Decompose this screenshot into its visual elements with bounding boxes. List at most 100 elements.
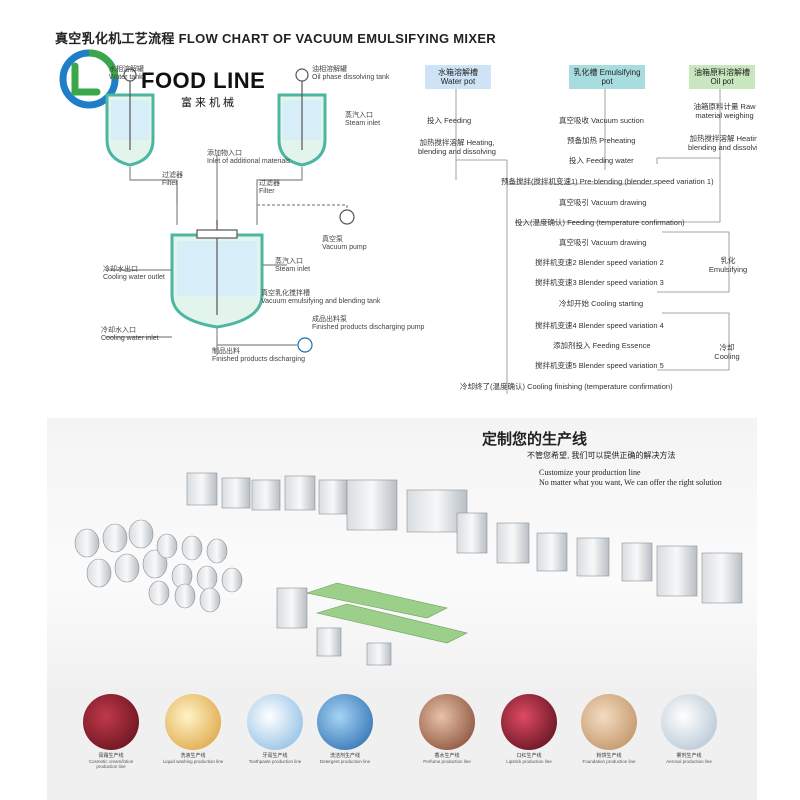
category-label: 雾剂生产线 (676, 753, 702, 759)
label-cn: 真空乳化搅拌槽 (261, 290, 310, 297)
category-perfume[interactable]: 香水生产线 Perfume production line (415, 694, 479, 764)
category-image (83, 694, 139, 750)
page-title: 真空乳化机工艺流程 FLOW CHART OF VACUUM EMULSIFYI… (55, 31, 496, 46)
label-cn: 蒸汽入口 (275, 258, 303, 265)
label-cn: 过滤器 (162, 172, 183, 179)
category-label: 洗液生产线 (180, 753, 206, 759)
category-detergent[interactable]: 洗洁剂生产线 Detergent production line (313, 694, 377, 764)
category-label: 粉饼生产线 (596, 753, 622, 759)
flow-step-14: 冷却终了(温度确认) Cooling finishing (temperatur… (460, 382, 673, 391)
category-image (419, 694, 475, 750)
process-section: 真空乳化机工艺流程 FLOW CHART OF VACUUM EMULSIFYI… (47, 0, 757, 415)
category-image (165, 694, 221, 750)
label-cn: 水相溶解罐 (109, 66, 144, 73)
banner-english: Customize your production line No matter… (539, 468, 739, 488)
label-en: Cooling water inlet (101, 335, 159, 342)
water-step-1: 投入 Feeding (427, 116, 472, 125)
flow-step-10: 冷却开始 Cooling starting (559, 299, 644, 308)
label-finished-discharging: 制品出料 Finished products discharging (212, 348, 305, 364)
label-cn: 过滤器 (259, 180, 280, 187)
label-cn: 成品出料泵 (312, 316, 347, 323)
label-vacuum-pump: 真空泵 Vacuum pump (322, 236, 367, 252)
equipment-schematic (105, 68, 355, 355)
category-lipstick[interactable]: 口红生产线 Lipstick production line (497, 694, 561, 764)
tank-farm (74, 519, 243, 613)
header-emulsifying-pot: 乳化槽 Emulsifying pot (569, 65, 645, 89)
banner-en-line-1: Customize your production line (539, 468, 641, 477)
banner-subtitle: 不管您希望, 我们可以提供正确的解决方法 (527, 451, 676, 460)
label-cn: 冷却水出口 (103, 266, 138, 273)
label-steam-inlet-tank: 蒸汽入口 Steam inlet (275, 258, 310, 274)
flow-step-4: 预备搅拌(搅拌机变速1) Pre-blending (blender speed… (501, 177, 714, 186)
label-filter-right: 过滤器 Filter (259, 180, 280, 196)
label-oil-tank: 油相溶解罐 Oil phase dissolving tank (312, 66, 389, 82)
label-en: Vacuum emulsifying and blending tank (261, 298, 381, 305)
label-steam-inlet-top: 蒸汽入口 Steam inlet (345, 112, 380, 128)
category-image (317, 694, 373, 750)
label-emulsifying-tank: 真空乳化搅拌槽 Vacuum emulsifying and blending … (261, 290, 380, 306)
flow-step-12: 添加剂投入 Feeding Essence (553, 341, 651, 350)
production-line-banner: 定制您的生产线 不管您希望, 我们可以提供正确的解决方法 Customize y… (47, 418, 757, 688)
label-en: Cooling water outlet (103, 274, 165, 281)
label-additional-inlet: 添加物入口 Inlet of additional materials (207, 150, 290, 166)
label-en: Water tank (109, 74, 143, 81)
flow-step-5: 真空吸引 Vacuum drawing (559, 198, 647, 207)
flow-step-9: 搅拌机变速3 Blender speed variation 3 (535, 278, 664, 287)
category-sublabel: Foundation production line (582, 759, 636, 764)
label-en: Filter (162, 180, 178, 187)
category-sublabel: Liquid washing production line (162, 759, 224, 764)
label-cn: 油相溶解罐 (312, 66, 347, 73)
logo-subtitle: 富来机械 (181, 97, 237, 109)
flow-connectors (455, 86, 730, 394)
category-aerosol[interactable]: 雾剂生产线 Aerosol production line (657, 694, 721, 764)
category-liquid-washing[interactable]: 洗液生产线 Liquid washing production line (161, 694, 225, 764)
label-cn: 冷却水入口 (101, 327, 136, 334)
category-sublabel: Cosmetic cream/lotion production line (88, 759, 134, 769)
category-cream[interactable]: 膏霜生产线 Cosmetic cream/lotion production l… (79, 694, 143, 769)
category-sublabel: Detergent production line (319, 759, 371, 764)
banner-title: 定制您的生产线 (482, 431, 588, 448)
label-en: Vacuum pump (322, 244, 367, 251)
product-categories: 膏霜生产线 Cosmetic cream/lotion production l… (47, 688, 757, 800)
flow-step-8: 搅拌机变速2 Blender speed variation 2 (535, 258, 664, 267)
label-finished-pump: 成品出料泵 Finished products discharging pump (312, 316, 424, 332)
category-sublabel: Aerosol production line (666, 759, 712, 764)
header-water-pot: 水箱溶解槽 Water pot (425, 65, 491, 89)
flow-step-6: 投入(温度确认) Feeding (temperature confirmati… (515, 218, 685, 227)
category-image (247, 694, 303, 750)
category-image (661, 694, 717, 750)
category-sublabel: Lipstick production line (506, 759, 552, 764)
label-water-tank: 水相溶解罐 Water tank (109, 66, 144, 82)
side-label-cooling: 冷却 Cooling (714, 343, 740, 361)
oil-step-1: 油箱原料计量 Raw material weighing (693, 102, 756, 120)
production-line-illustration (74, 472, 743, 666)
side-label-emulsifying: 乳化 Emulsifying (708, 256, 748, 274)
flow-step-1: 真空吸收 Vacuum suction (559, 116, 644, 125)
label-en: Filter (259, 188, 275, 195)
conveyor-lines (276, 582, 468, 666)
label-en: Oil phase dissolving tank (312, 74, 390, 81)
label-en: Inlet of additional materials (207, 158, 291, 165)
label-cooling-outlet: 冷却水出口 Cooling water outlet (103, 266, 165, 282)
flow-step-2: 预备加热 Preheating (567, 136, 636, 145)
water-step-2: 加热搅拌溶解 Heating, blending and dissolving (418, 138, 496, 156)
flow-step-11: 搅拌机变速4 Blender speed variation 4 (535, 321, 664, 330)
category-image (581, 694, 637, 750)
header-oil-pot: 油箱原料溶解槽 Oil pot (689, 65, 755, 89)
process-flow-chart: 水箱溶解槽 Water pot 乳化槽 Emulsifying pot 油箱原料… (407, 60, 757, 400)
oil-step-2: 加热搅拌溶解 Heating, blending and dissolving (688, 134, 757, 152)
category-foundation[interactable]: 粉饼生产线 Foundation production line (577, 694, 641, 764)
category-label: 牙膏生产线 (262, 753, 288, 759)
label-filter-left: 过滤器 Filter (162, 172, 183, 188)
label-en: Steam inlet (275, 266, 311, 273)
category-sublabel: Perfume production line (423, 759, 471, 764)
brand-logo: FOOD LINE 富来机械 (53, 48, 283, 110)
category-sublabel: Toothpaste production line (248, 759, 302, 764)
category-label: 口红生产线 (516, 753, 542, 759)
label-en: Finished products discharging pump (312, 324, 425, 331)
brand-logo-icon (59, 49, 119, 109)
category-label: 膏霜生产线 (98, 753, 124, 759)
category-label: 香水生产线 (434, 753, 460, 759)
label-cn: 蒸汽入口 (345, 112, 373, 119)
category-toothpaste[interactable]: 牙膏生产线 Toothpaste production line (243, 694, 307, 764)
